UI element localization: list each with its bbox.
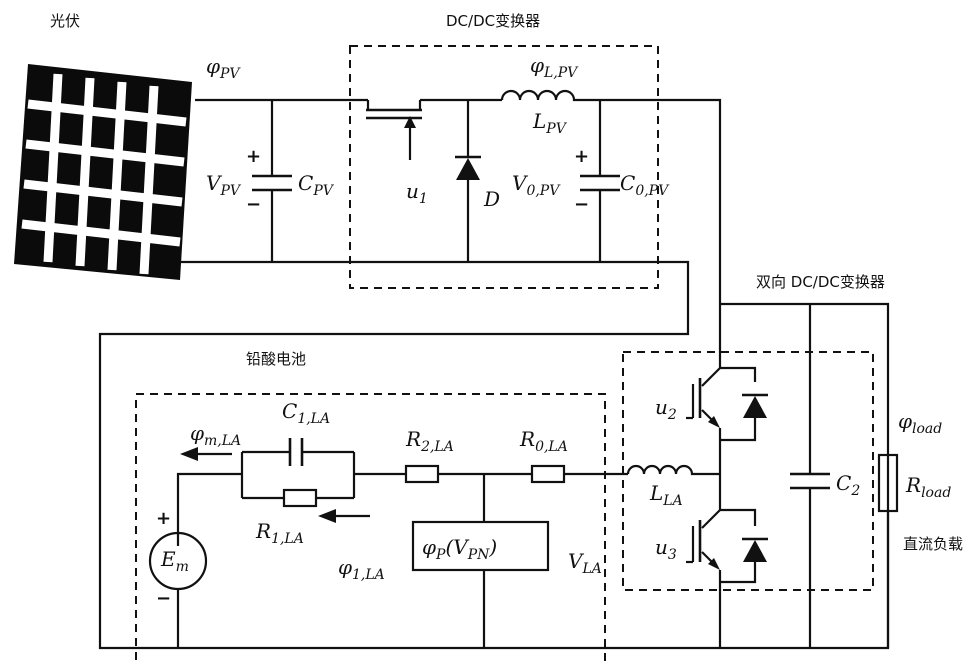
igbt-upper-icon [686,352,768,448]
u1-label: u1 [406,179,428,207]
l-pv-label: LPV [532,109,568,137]
pv-top-rail [195,100,720,352]
phi-l-pv-label: φL,PV [530,53,579,81]
r0-la-resistor [532,466,564,482]
r1-current-arrow-icon [318,509,370,523]
v0-pv-minus: − [574,194,589,215]
mosfet-switch-icon [366,100,422,160]
bidirectional-converter-title: 双向 DC/DC变换器 [756,273,885,291]
r2-la-resistor [406,466,438,482]
c2-label: C2 [836,471,860,499]
em-plus: + [156,508,171,529]
dcdc-converter-title: DC/DC变换器 [446,12,540,30]
c-pv-label: CPV [298,171,335,199]
v0-pv-label: V0,PV [512,171,561,199]
r1-la-resistor [242,490,354,506]
inductor-l-pv-icon [502,91,576,100]
diode-label: D [483,187,500,211]
dc-load-title: 直流负载 [903,535,963,553]
v-pv-minus: − [246,194,261,215]
c1-la-label: C1,LA [282,399,330,427]
load-top-wire [720,304,888,455]
pv-panel-title: 光伏 [50,12,80,30]
v0-pv-plus: + [574,146,589,167]
v-pv-plus: + [246,146,261,167]
phi-m-la-arrow-icon [180,447,232,461]
lead-acid-battery-title: 铅酸电池 [246,350,306,368]
em-label: Em [160,547,189,575]
c1-la-capacitor [242,438,354,466]
dcdc-converter-box [350,46,658,288]
r1-la-label: R1,LA [255,519,304,547]
phi-1-la-label: φ1,LA [338,555,385,583]
pv-panel-icon [14,64,192,280]
c0-pv-capacitor [580,100,620,262]
diode-icon [455,100,481,262]
v-la-label: VLA [568,549,602,577]
igbt-lower-icon [686,448,768,648]
phi-m-la-label: φm,LA [190,421,241,449]
em-minus: − [156,588,171,609]
u2-label: u2 [655,395,677,423]
phi-p-label: φP(VPN) [422,535,497,563]
c0-pv-label: C0,PV [620,171,670,199]
v-pv-label: VPV [206,171,242,199]
phi-pv-label: φPV [206,54,241,82]
r2-la-label: R2,LA [405,427,454,455]
c2-capacitor [790,304,830,648]
c-pv-capacitor [252,100,292,262]
l-la-label: LLA [649,481,683,509]
u3-label: u3 [655,535,677,563]
r-load-label: Rload [905,473,951,501]
r0-la-label: R0,LA [519,427,568,455]
inductor-l-la-icon [628,466,720,474]
rc-parallel-sides [242,452,354,498]
phi-load-label: φload [898,409,942,437]
